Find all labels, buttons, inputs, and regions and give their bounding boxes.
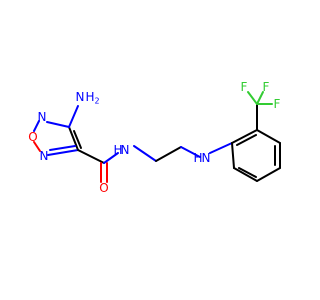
- bond-c3-nh2: [68, 105, 79, 128]
- benzene-inner-1: [238, 167, 257, 178]
- benzene-bond-5: [256, 129, 281, 144]
- bond-o1-n5: [33, 141, 41, 152]
- atom-nh2-hydrogen: H: [85, 90, 94, 104]
- bond-c3-n2: [46, 121, 70, 128]
- atom-fluorine-top-right: F: [263, 80, 270, 94]
- atom-amine-hydrogen: H: [193, 151, 202, 165]
- atom-amide-nitrogen: N: [121, 143, 130, 157]
- benzene-bond-2: [233, 167, 258, 182]
- bond-n2-o1: [33, 120, 40, 132]
- atom-carbonyl-oxygen: O: [99, 181, 108, 195]
- atom-nh2-nitrogen: N: [76, 90, 85, 104]
- benzene-bond-6: [231, 129, 258, 144]
- bond-n5-c4-double: [49, 145, 76, 151]
- atom-fluorine-right: F: [274, 97, 281, 111]
- bond-ch2-amine: [180, 146, 201, 158]
- molecule-structure-diagram: N H 2 N O N N H O N H F F F: [28, 80, 281, 195]
- atom-amide-hydrogen: H: [113, 143, 122, 157]
- oxadiazole-ring: [33, 120, 82, 156]
- bond-nh-ch2: [133, 145, 157, 162]
- bond-n5-c4: [47, 149, 79, 156]
- bond-c4-carbonyl: [77, 149, 105, 164]
- benzene-bond-3: [256, 167, 281, 182]
- atom-nh2-subscript: 2: [94, 97, 99, 106]
- atom-amine-nitrogen: N: [202, 151, 211, 165]
- benzene-bond-1: [231, 142, 235, 169]
- bond-amine-benzyl: [209, 142, 233, 154]
- bond-carbonyl-nh: [103, 152, 119, 164]
- benzene-inner-3: [236, 134, 257, 146]
- nh2-group: N H 2: [76, 90, 100, 106]
- atom-ring-nitrogen-bottom: N: [40, 149, 49, 163]
- bond-ch2-ch2: [155, 146, 182, 162]
- atom-ring-oxygen: O: [28, 130, 37, 144]
- bond-c4-c3-double: [73, 130, 82, 149]
- bond-c-f-left: [247, 91, 258, 105]
- atom-ring-nitrogen-top: N: [38, 110, 47, 124]
- bond-c3-c4: [68, 126, 79, 151]
- atom-fluorine-top-left: F: [241, 80, 248, 94]
- benzene-ring: [231, 129, 281, 182]
- bond-c-f-top: [256, 91, 264, 105]
